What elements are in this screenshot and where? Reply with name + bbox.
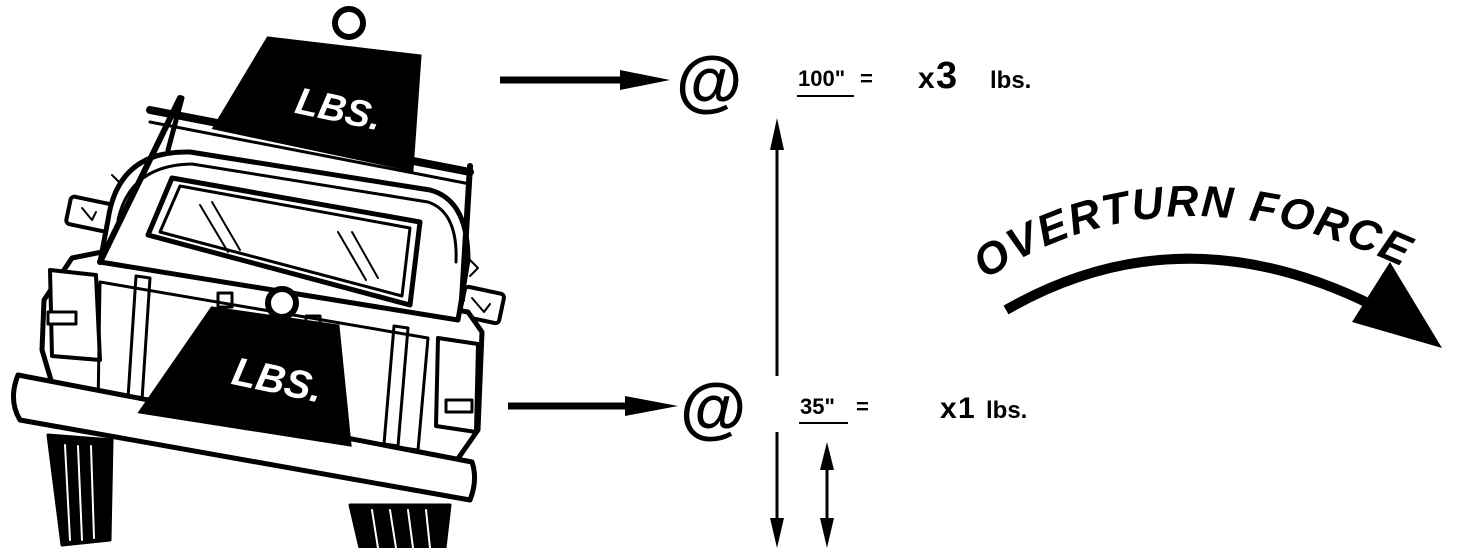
height-100-arrow (770, 118, 784, 548)
lower-at-symbol: @ (680, 370, 746, 446)
upper-pointer-arrow (500, 70, 670, 90)
overturn-force-label: OVERTURN FORCE (965, 177, 1421, 288)
lower-multiplier-value: 1 (958, 392, 975, 425)
upper-unit: lbs. (990, 67, 1031, 94)
right-taillight (434, 336, 480, 434)
lower-weight: LBS. (137, 286, 352, 447)
upper-weight: LBS. (211, 6, 422, 172)
left-taillight (46, 268, 102, 362)
overturn-force-text: OVERTURN FORCE (965, 177, 1419, 288)
upper-multiplier-prefix: x (918, 62, 935, 95)
upper-multiplier-value: 3 (936, 55, 957, 97)
lower-pointer-arrow (508, 396, 678, 416)
lower-equals: = (856, 394, 869, 419)
lower-multiplier-prefix: x (940, 392, 957, 425)
height-35-arrow (820, 442, 834, 548)
upper-equals: = (860, 66, 873, 91)
upper-height-value: 100" (798, 66, 845, 91)
lower-unit: lbs. (986, 397, 1027, 424)
right-tire (348, 503, 452, 548)
overturn-force-arrow (1003, 253, 1442, 348)
lower-height-value: 35" (800, 394, 835, 419)
rear-window (145, 175, 423, 308)
upper-at-symbol: @ (676, 43, 742, 119)
rear-bumper (11, 372, 478, 503)
left-tire (46, 433, 114, 547)
